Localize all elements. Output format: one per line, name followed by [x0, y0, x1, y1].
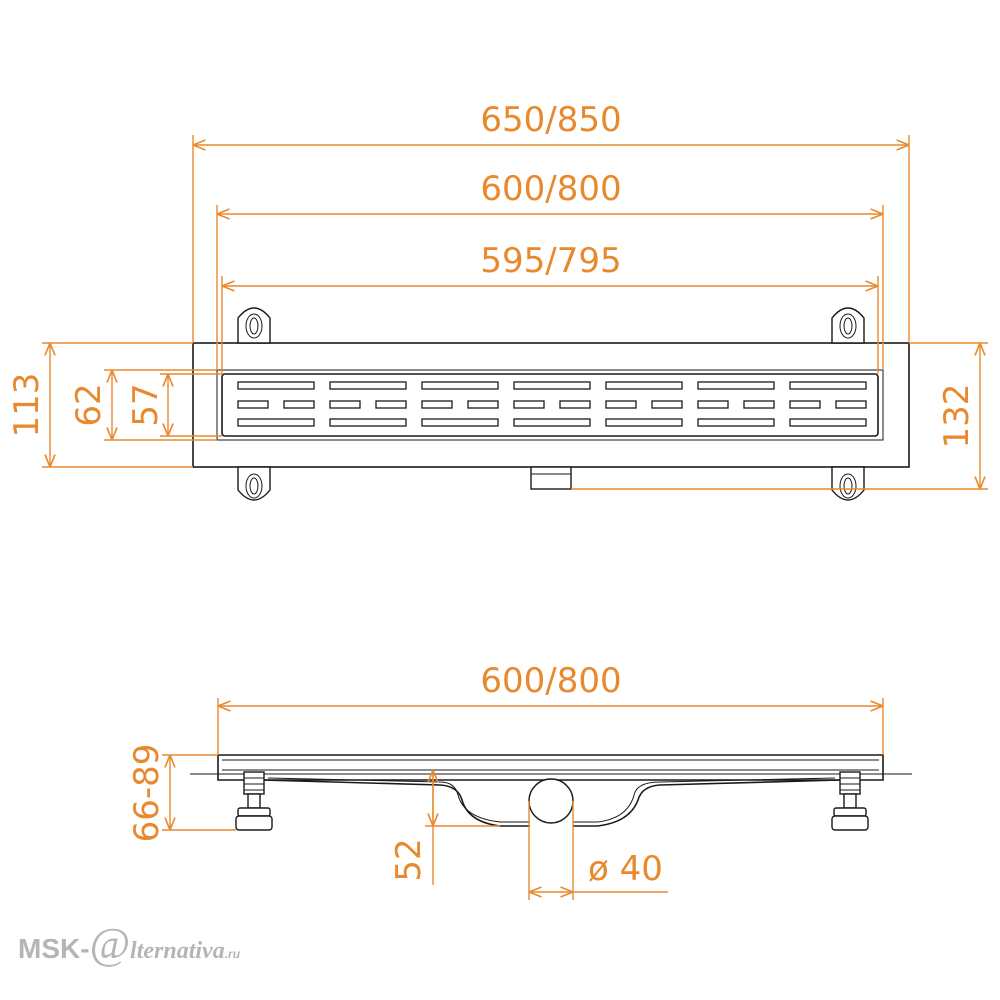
- grate-slots: [237, 381, 867, 427]
- grate-slot: [835, 400, 867, 409]
- channel-inner: [216, 369, 884, 441]
- dim-label-outlet-height: 52: [389, 838, 429, 881]
- grate-slot: [375, 400, 407, 409]
- grate-slot: [789, 400, 821, 409]
- dim-label-132: 132: [937, 384, 977, 449]
- side-view: 600/800 66-89 52 ø 40: [127, 661, 912, 900]
- grate-slot: [605, 400, 637, 409]
- grate-slot: [605, 418, 683, 427]
- side-channel-profile: [261, 779, 841, 827]
- grate-slot: [697, 381, 775, 390]
- watermark-suffix: lternativa: [130, 938, 225, 964]
- watermark-logo: MSK-@lternativa.ru: [18, 918, 240, 969]
- dim-label-113: 113: [7, 373, 47, 438]
- dim-label-62: 62: [69, 383, 109, 426]
- outlet-stub: [530, 466, 572, 490]
- grate-slot: [651, 400, 683, 409]
- grate-slot: [513, 400, 545, 409]
- grate-slot: [283, 400, 315, 409]
- grate-slot: [329, 381, 407, 390]
- grate-slot: [789, 418, 867, 427]
- grate-slot: [421, 400, 453, 409]
- grate-slot: [237, 400, 269, 409]
- grate-slot: [237, 381, 315, 390]
- mounting-bracket-bottom-right: [831, 466, 865, 501]
- grate-slot: [513, 418, 591, 427]
- grate-slot: [605, 381, 683, 390]
- dim-label-diameter: ø 40: [588, 849, 663, 889]
- dim-label-57: 57: [126, 383, 166, 426]
- mounting-bracket-top-right: [831, 307, 865, 344]
- grate-slot: [421, 418, 499, 427]
- grate-slot: [513, 381, 591, 390]
- dim-label-grate: 595/795: [480, 241, 621, 281]
- grate-slot: [329, 400, 361, 409]
- outlet-pipe: [528, 778, 574, 824]
- watermark-tld: .ru: [224, 947, 241, 961]
- mounting-bracket-top-left: [237, 307, 271, 344]
- watermark-prefix: MSK-: [18, 933, 90, 964]
- grate-slot: [743, 400, 775, 409]
- dim-label-side-length: 600/800: [480, 661, 621, 701]
- adjustable-foot-left: [235, 771, 273, 831]
- grate-slot: [329, 418, 407, 427]
- dim-label-overall: 650/850: [480, 100, 621, 140]
- dim-label-body: 600/800: [480, 169, 621, 209]
- watermark-at: @: [89, 919, 131, 968]
- grate-slot: [421, 381, 499, 390]
- mounting-bracket-bottom-left: [237, 466, 271, 501]
- side-top-plate: [217, 754, 884, 781]
- grate-slot: [467, 400, 499, 409]
- grate-slot: [697, 400, 729, 409]
- grate-slot: [789, 381, 867, 390]
- adjustable-foot-right: [831, 771, 869, 831]
- grate-slot: [559, 400, 591, 409]
- channel-body: [192, 342, 910, 468]
- grate: [221, 373, 879, 437]
- grate-slot: [237, 418, 315, 427]
- grate-slot: [697, 418, 775, 427]
- dim-label-side-height: 66-89: [127, 744, 167, 843]
- top-view: 650/850 600/800 595/795 113 62 57 132: [7, 100, 988, 501]
